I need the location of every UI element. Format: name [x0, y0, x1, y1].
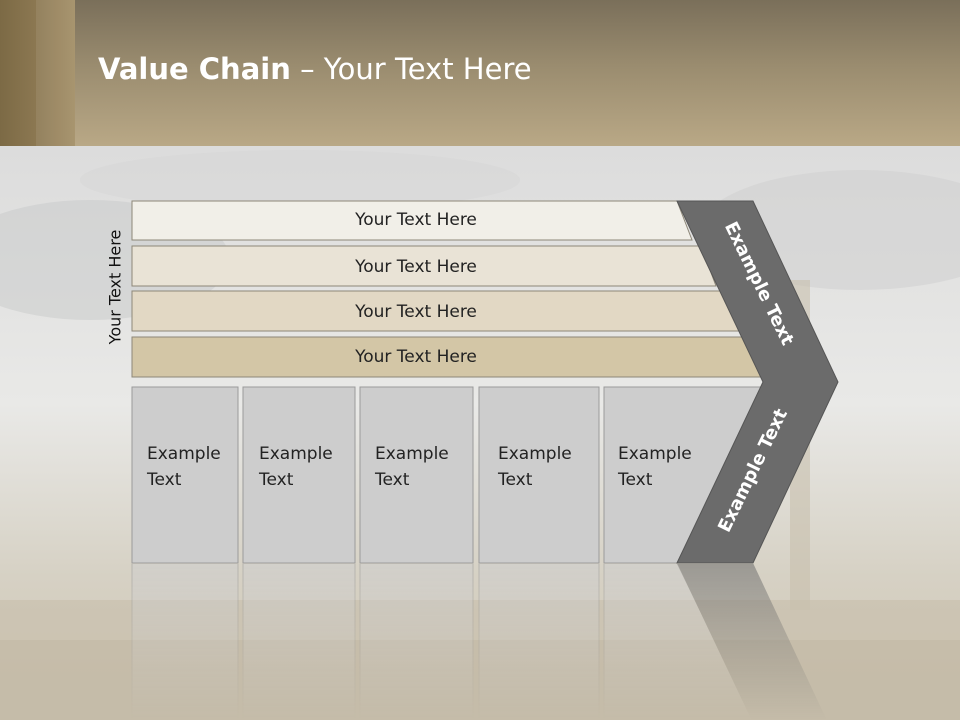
title-rest: – Your Text Here: [290, 52, 532, 86]
primary-box-3-line1: Example: [375, 444, 449, 464]
support-bar-2-label: Your Text Here: [354, 257, 477, 277]
support-bar-2: [131, 245, 717, 287]
support-bar-3-label: Your Text Here: [354, 302, 477, 322]
slide-title: Value Chain – Your Text Here: [98, 52, 532, 86]
primary-box-2: [242, 386, 356, 564]
header-accent: [0, 0, 75, 146]
primary-box-5-line1: Example: [618, 444, 692, 464]
primary-box-4-line1: Example: [498, 444, 572, 464]
primary-box-4: [478, 386, 600, 564]
primary-box-3-line2: Text: [374, 470, 410, 490]
primary-box-1: [131, 386, 239, 564]
header-band: [0, 0, 960, 146]
primary-box-2-line2: Text: [258, 470, 294, 490]
primary-box-4-line2: Text: [497, 470, 533, 490]
primary-box-3: [359, 386, 474, 564]
primary-box-1-line2: Text: [146, 470, 182, 490]
support-bar-4-label: Your Text Here: [354, 347, 477, 367]
primary-box-5-line2: Text: [617, 470, 653, 490]
primary-box-2-line1: Example: [259, 444, 333, 464]
support-bar-1-label: Your Text Here: [354, 210, 477, 230]
diagram-reflection: [131, 562, 827, 720]
primary-box-1-line1: Example: [147, 444, 221, 464]
support-bar-1: [131, 200, 693, 241]
title-bold: Value Chain: [98, 52, 291, 86]
header-accent-highlight: [36, 0, 75, 146]
